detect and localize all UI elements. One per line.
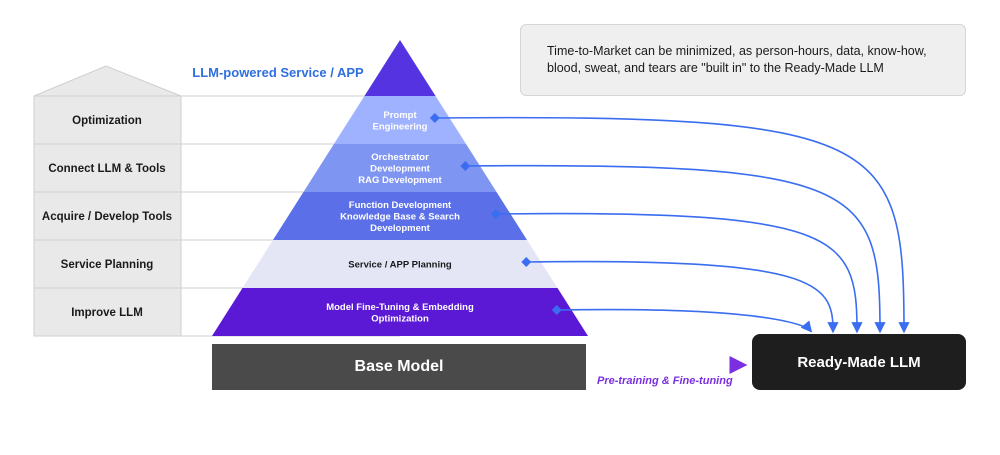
- tier-label: Function Development: [349, 200, 452, 211]
- pretrain-label: Pre-training & Fine-tuning: [597, 375, 733, 387]
- tier-label: Service / APP Planning: [348, 260, 452, 271]
- arrow-origin-dot: [551, 305, 562, 315]
- arrow-origin-dot: [521, 257, 532, 267]
- arrow-origin-dot: [490, 209, 501, 219]
- note-line-1: Time-to-Market can be minimized, as pers…: [547, 44, 927, 58]
- diagram-title: LLM-powered Service / APP: [192, 65, 364, 80]
- left-label: Service Planning: [61, 259, 154, 271]
- tier-arrows: [429, 113, 910, 334]
- tier-arrow: [434, 116, 910, 334]
- pyramid-top: [364, 40, 436, 96]
- tier-label: Knowledge Base & Search: [340, 212, 460, 223]
- note-line-2: blood, sweat, and tears are "built in" t…: [547, 61, 884, 75]
- tier-label: Model Fine-Tuning & Embedding: [326, 302, 474, 313]
- base-model-block: Base Model: [212, 344, 586, 390]
- pyramid: PromptEngineeringOrchestratorDevelopment…: [212, 40, 588, 336]
- left-column-bg: [33, 95, 182, 337]
- arrow-origin-dot: [460, 161, 471, 171]
- pyramid-tier: [272, 192, 528, 240]
- left-label: Improve LLM: [71, 307, 143, 319]
- tier-arrow: [465, 164, 886, 334]
- left-label: Optimization: [72, 115, 142, 127]
- tier-label: Orchestrator: [371, 152, 429, 163]
- pyramid-tier: [242, 240, 558, 288]
- tier-label: Prompt: [383, 110, 417, 121]
- tier-label: Development: [370, 164, 430, 175]
- tier-label: Development: [370, 223, 430, 234]
- time-to-market-note: Time-to-Market can be minimized, as pers…: [520, 24, 966, 96]
- left-label: Connect LLM & Tools: [48, 163, 165, 175]
- tier-arrow: [526, 260, 839, 334]
- left-label: Acquire / Develop Tools: [42, 211, 172, 223]
- tier-arrow: [495, 212, 863, 334]
- pyramid-tier: [303, 144, 497, 192]
- tier-label: Engineering: [373, 121, 428, 132]
- pyramid-tier: [333, 96, 467, 144]
- ready-made-llm-block: Ready-Made LLM: [752, 334, 966, 390]
- tier-label: RAG Development: [358, 175, 442, 186]
- tier-label: Optimization: [371, 313, 429, 324]
- pyramid-tier: [212, 288, 588, 336]
- house-roof: [33, 65, 182, 97]
- tier-arrow: [556, 308, 813, 333]
